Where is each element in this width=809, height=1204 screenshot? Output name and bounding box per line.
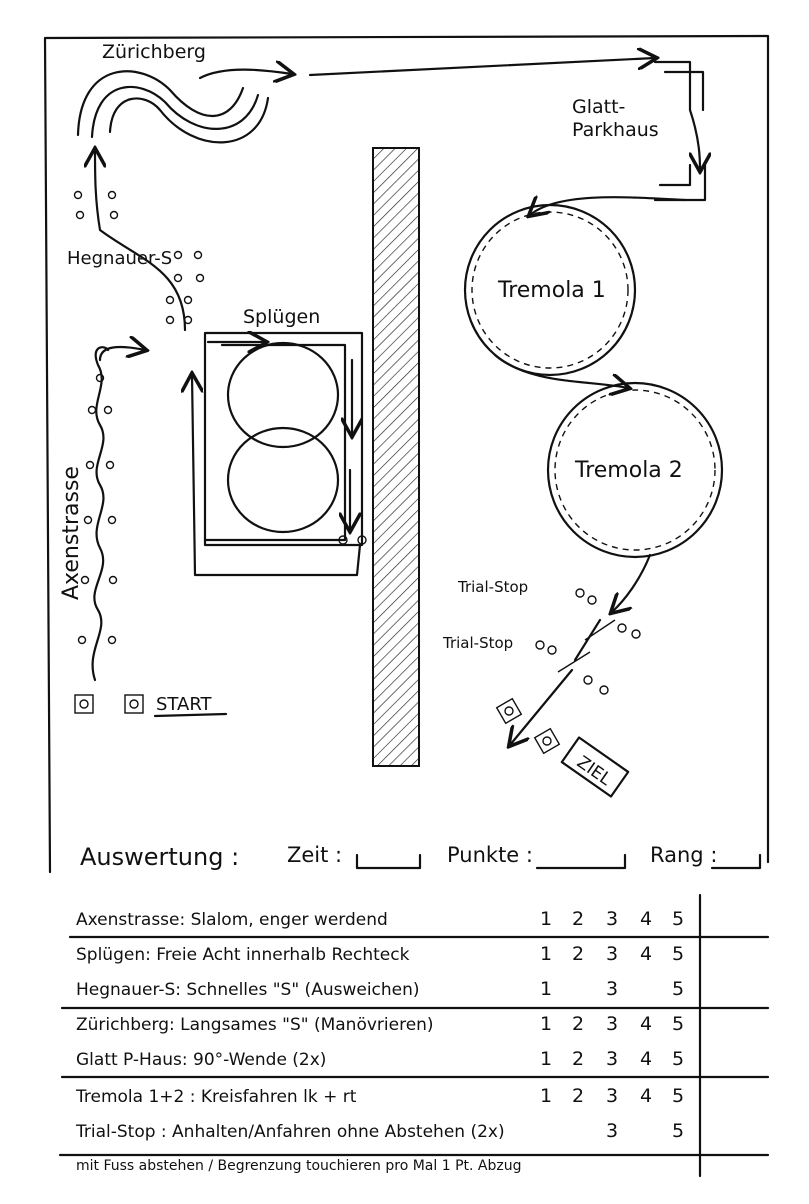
score-value: 2 (571, 1013, 585, 1035)
trial-stop-cones (535, 588, 641, 695)
score-value: 5 (671, 1085, 685, 1107)
score-value: 1 (539, 1048, 553, 1070)
table-row: Zürichberg: Langsames "S" (Manövrieren) (76, 1015, 434, 1035)
tremola-2-circle (546, 381, 724, 559)
score-value: 2 (571, 943, 585, 965)
score-value: 5 (671, 1048, 685, 1070)
score-value: 1 (539, 1085, 553, 1107)
evaluation-title: Auswertung : (80, 843, 239, 871)
table-footer: mit Fuss abstehen / Begrenzung touchiere… (76, 1158, 522, 1174)
score-value: 2 (571, 908, 585, 930)
score-value: 4 (639, 1085, 653, 1107)
score-value: 3 (605, 978, 619, 1000)
score-value: 1 (539, 978, 553, 1000)
table-row: Tremola 1+2 : Kreisfahren lk + rt (76, 1087, 357, 1107)
score-value: 5 (671, 943, 685, 965)
ziel-box (560, 736, 630, 798)
score-value: 3 (605, 1085, 619, 1107)
label-tremola-1: Tremola 1 (497, 278, 606, 303)
label-glatt: Glatt- (572, 96, 625, 118)
table-row: Hegnauer-S: Schnelles "S" (Ausweichen) (76, 980, 420, 1000)
score-value: 3 (605, 1013, 619, 1035)
axenstrasse-track (91, 346, 110, 682)
score-value: 2 (571, 1048, 585, 1070)
tremola-1-circle (463, 203, 637, 377)
arrow-to-glatt (308, 58, 655, 77)
table-row: Glatt P-Haus: 90°-Wende (2x) (76, 1050, 327, 1070)
score-value: 5 (671, 908, 685, 930)
label-punkte: Punkte : (447, 843, 533, 867)
label-zeit: Zeit : (287, 843, 342, 867)
label-hegnauer: Hegnauer-S (67, 248, 172, 269)
label-splugen: Splügen (243, 306, 320, 328)
splugen-rectangle (203, 331, 364, 547)
score-value: 4 (639, 1048, 653, 1070)
score-value: 4 (639, 908, 653, 930)
glatt-parkhaus (653, 60, 707, 202)
rang-blank (710, 853, 762, 870)
label-zurichberg: Zürichberg (102, 41, 206, 63)
label-tremola-2: Tremola 2 (574, 458, 683, 483)
zeit-blank (355, 853, 422, 870)
score-value: 1 (539, 908, 553, 930)
zurichberg-track (76, 70, 292, 144)
map-border (43, 34, 770, 874)
score-value: 1 (539, 1013, 553, 1035)
hegnauer-cones (73, 190, 205, 325)
table-row: Trial-Stop : Anhalten/Anfahren ohne Abst… (76, 1122, 505, 1142)
label-rang: Rang : (650, 843, 717, 867)
score-value: 5 (671, 1120, 685, 1142)
label-parkhaus: Parkhaus (572, 119, 659, 141)
score-value: 3 (605, 1120, 619, 1142)
label-start: START (156, 694, 213, 715)
score-value: 3 (605, 908, 619, 930)
score-value: 5 (671, 1013, 685, 1035)
score-value: 1 (539, 943, 553, 965)
score-value: 4 (639, 1013, 653, 1035)
label-trial-stop-2: Trial-Stop (442, 634, 513, 652)
punkte-blank (535, 853, 627, 870)
label-trial-stop-1: Trial-Stop (457, 578, 528, 596)
label-axenstrasse: Axenstrasse (59, 466, 84, 600)
score-value: 3 (605, 1048, 619, 1070)
score-value: 3 (605, 943, 619, 965)
table-row: Splügen: Freie Acht innerhalb Rechteck (76, 945, 410, 965)
wall (372, 147, 420, 767)
table-row: Axenstrasse: Slalom, enger werdend (76, 910, 388, 930)
score-value: 2 (571, 1085, 585, 1107)
score-value: 4 (639, 943, 653, 965)
score-value: 5 (671, 978, 685, 1000)
